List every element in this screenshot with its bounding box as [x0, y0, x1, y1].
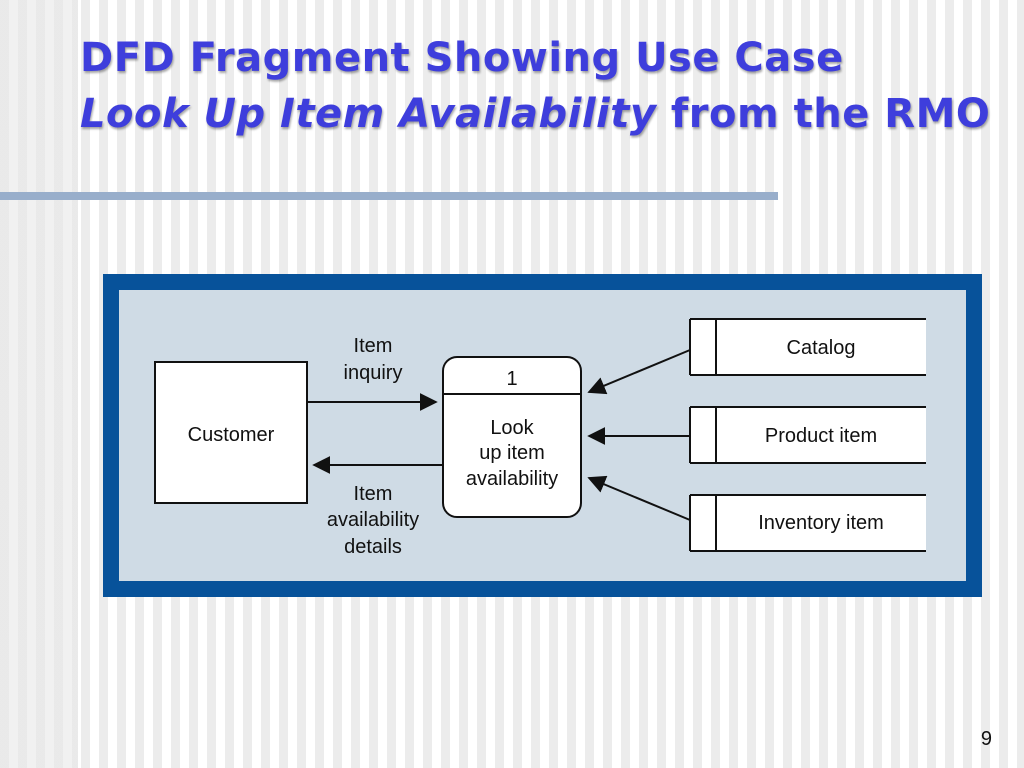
product-item-data-store: [689, 406, 926, 464]
inventory-item-flow-arrow: [587, 475, 691, 521]
title-part1: DFD Fragment Showing Use Case: [80, 35, 844, 81]
title-part2: from the RMO: [670, 91, 991, 137]
process-label-line1: Look: [490, 417, 534, 439]
title-divider: [0, 192, 778, 200]
page-number: 9: [980, 728, 992, 750]
flow-out-label-line2: availability: [327, 509, 419, 531]
catalog-flow-arrow: [587, 349, 691, 395]
process-box: [442, 356, 582, 518]
dfd-diagram: Customer 1 Look up item availability Ite…: [154, 318, 926, 558]
flow-in-label-line1: Item: [354, 335, 393, 357]
flow-out-label-line3: details: [344, 536, 402, 558]
product-item-label: Product item: [765, 425, 877, 447]
title-use-case: Look Up Item Availability: [80, 91, 657, 137]
background-band: [0, 0, 78, 768]
catalog-label: Catalog: [787, 337, 856, 359]
inventory-item-data-store: [689, 494, 926, 552]
slide-title: DFD Fragment Showing Use Case Look Up It…: [80, 30, 1010, 142]
process-label-line3: availability: [466, 468, 558, 490]
catalog-data-store: [689, 318, 926, 376]
process-label-line2: up item: [479, 442, 545, 464]
flow-out-label-line1: Item: [354, 483, 393, 505]
process-number: 1: [506, 368, 517, 390]
inventory-item-label: Inventory item: [758, 512, 884, 534]
customer-entity: [154, 361, 308, 504]
flow-in-label-line2: inquiry: [344, 362, 403, 384]
customer-label: Customer: [188, 424, 275, 446]
